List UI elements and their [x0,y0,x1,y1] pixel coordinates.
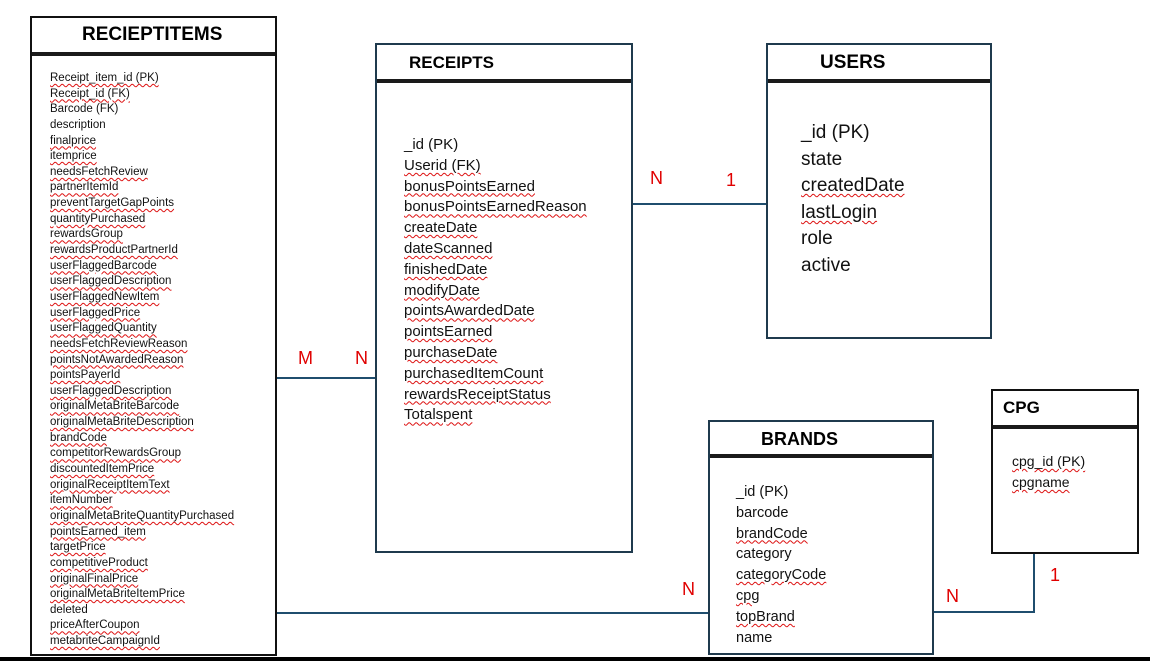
cardinality-receipts-users-right: 1 [726,170,737,190]
entity-field: state [801,148,843,170]
entity-field: category [736,546,792,563]
entity-field: needsFetchReviewReason [50,337,188,350]
entity-field: pointsNotAwardedReason [50,353,184,366]
field-list: _id (PK) barcode brandCode category category… [710,482,932,648]
entity-field: dateScanned [404,239,493,257]
entity-title: USERS [768,45,990,83]
entity-field: competitorRewardsGroup [50,447,182,460]
entity-field: createdDate [801,175,905,197]
field-list: Receipt_item_id (PK) Receipt_id (FK) Barco… [32,71,275,650]
entity-users[interactable]: USERS _id (PK) state createdDate lastLogin r… [766,43,992,339]
entity-field: Userid (FK) [404,156,481,174]
entity-field: Receipt_item_id (PK) [50,72,159,84]
entity-receipts[interactable]: RECEIPTS _id (PK) Userid (FK) bonusPointsE… [375,43,633,553]
entity-field: _id (PK) [801,122,870,143]
entity-field: modifyDate [404,281,480,299]
cardinality-items-receipts-left: M [298,348,313,368]
entity-field: name [736,629,773,646]
entity-field: finishedDate [404,260,488,278]
entity-field: discountedItemPrice [50,463,155,476]
field-list: cpg_id (PK) cpgname [993,451,1137,493]
entity-field: userFlaggedQuantity [50,322,157,335]
cardinality-brands-cpg-right: 1 [1050,565,1061,585]
entity-receipt-items[interactable]: RECIEPTITEMS Receipt_item_id (PK)Receipt… [30,16,277,656]
entity-field: brandCode [736,525,808,542]
entity-field: Barcode (FK) [50,103,119,116]
entity-field: partnerItemId [50,181,119,194]
entity-field: Totalspent [404,406,473,424]
entity-field: competitiveProduct [50,556,148,569]
entity-field: userFlaggedDescription [50,384,172,397]
cardinality-receipts-users-left: N [650,168,663,188]
entity-field: rewardsProductPartnerId [50,244,178,257]
entity-field: bonusPointsEarned [404,177,535,195]
entity-field: bonusPointsEarnedReason [404,198,587,216]
entity-field: metabriteCampaignId [50,635,160,648]
entity-field: quantityPurchased [50,212,146,225]
entity-field: purchasedItemCount [404,364,544,382]
entity-field: pointsAwardedDate [404,302,535,320]
entity-field: _id (PK) [404,136,459,153]
field-list: _id (PK) Userid (FK) bonusPointsEarned bonu… [377,135,631,426]
entity-field: cpg [736,587,760,604]
entity-field: pointsPayerId [50,369,121,382]
entity-field: itemprice [50,150,97,163]
entity-field: itemNumber [50,494,113,507]
entity-field: originalMetaBriteQuantityPurchased [50,509,235,522]
entity-field: Receipt_id (FK) [50,87,130,100]
entity-field: userFlaggedPrice [50,306,141,319]
entity-field: originalMetaBriteItemPrice [50,588,185,601]
entity-field: originalFinalPrice [50,572,139,585]
entity-field: role [801,228,833,250]
entity-field: categoryCode [736,567,827,584]
entity-field: userFlaggedNewItem [50,290,160,303]
entity-field: topBrand [736,608,795,625]
field-list: _id (PK) state createdDate lastLogin role act… [768,120,990,280]
entity-field: barcode [736,504,789,521]
entity-field: cpg_id (PK) [1012,453,1086,469]
cardinality-items-receipts-right: N [355,348,368,368]
link-brands-cpg [934,554,1035,613]
entity-field: cpgname [1012,474,1070,490]
entity-brands[interactable]: BRANDS _id (PK) barcode brandCode category c… [708,420,934,655]
entity-field: finalprice [50,134,97,147]
cardinality-items-brands-right: N [682,579,695,599]
entity-field: purchaseDate [404,343,498,361]
entity-field: lastLogin [801,201,878,223]
entity-field: deleted [50,603,88,616]
entity-title: RECIEPTITEMS [32,18,275,56]
entity-field: active [801,254,851,276]
entity-field: originalMetaBriteBarcode [50,400,180,413]
entity-field: userFlaggedDescription [50,275,172,288]
entity-field: userFlaggedBarcode [50,259,157,272]
entity-cpg[interactable]: CPG cpg_id (PK) cpgname [991,389,1139,554]
entity-field: createDate [404,219,478,237]
entity-field: originalReceiptItemText [50,478,170,491]
entity-field: description [50,118,106,131]
cardinality-brands-cpg-left: N [946,586,959,606]
entity-field: targetPrice [50,541,106,554]
entity-field: originalMetaBriteDescription [50,416,194,429]
entity-field: _id (PK) [736,484,789,500]
entity-title: BRANDS [710,422,932,458]
entity-title: CPG [993,391,1137,429]
entity-field: pointsEarned_item [50,525,146,538]
entity-field: needsFetchReview [50,165,148,178]
entity-field: preventTargetGapPoints [50,197,175,210]
entity-field: brandCode [50,431,107,444]
entity-field: pointsEarned [404,323,493,341]
entity-field: rewardsGroup [50,228,123,241]
entity-field: priceAfterCoupon [50,619,140,632]
entity-field: rewardsReceiptStatus [404,385,551,403]
entity-title: RECEIPTS [377,45,631,83]
bottom-rule [0,657,1150,661]
